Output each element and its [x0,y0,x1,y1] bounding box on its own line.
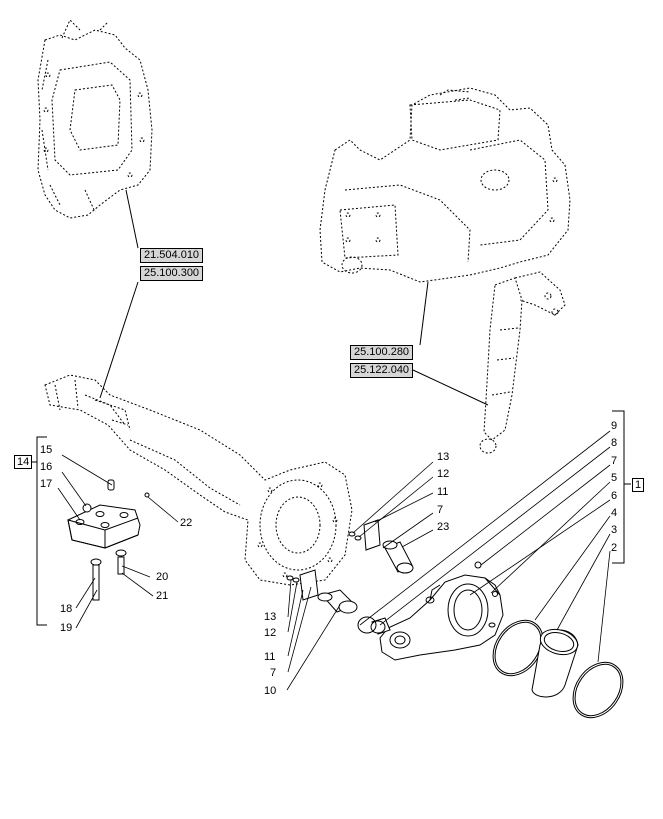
callout-15: 15 [40,444,53,456]
callout-19: 19 [60,622,73,634]
callout-4: 4 [611,507,618,519]
callout-5: 5 [611,472,618,484]
steering-cylinder [479,271,566,454]
front-support-frame [319,87,571,283]
callout-7-right: 7 [611,455,618,467]
bracket-assembly [67,479,150,601]
callout-6: 6 [611,490,618,502]
group-label-1: 1 [632,478,645,492]
callout-11-upper: 11 [437,486,449,498]
callout-11-lower: 11 [264,651,276,663]
callout-18: 18 [60,603,73,615]
callout-23: 23 [437,521,450,533]
callout-22: 22 [180,517,193,529]
group-1-bracket [612,410,631,564]
callout-16: 16 [40,461,53,473]
callout-7-upper: 7 [437,504,444,516]
callout-10: 10 [264,685,277,697]
callout-17: 17 [40,478,53,490]
ref-box-21-504-010[interactable]: 21.504.010 [140,248,204,263]
callout-8: 8 [611,437,618,449]
front-axle-housing [44,374,353,586]
callout-13-lower: 13 [264,611,277,623]
callout-2: 2 [611,542,618,554]
ref-box-25-122-040[interactable]: 25.122.040 [350,363,414,378]
lower-pin-assembly [286,569,358,614]
ref-box-25-100-280[interactable]: 25.100.280 [350,345,414,360]
group-label-14: 14 [14,455,33,469]
callout-7-lower: 7 [270,667,277,679]
upper-pin-assembly [348,519,414,574]
callout-9: 9 [611,420,618,432]
callout-21: 21 [156,590,169,602]
transmission-housing [37,19,153,219]
seal-rings-and-bushing [492,619,624,719]
callout-20: 20 [156,571,169,583]
callout-12-upper: 12 [437,468,450,480]
ref-box-25-100-300[interactable]: 25.100.300 [140,266,204,281]
callout-13-upper: 13 [437,451,450,463]
callout-12-lower: 12 [264,627,277,639]
pivot-bearing-housing [357,561,504,661]
callout-leaders [57,430,611,691]
callout-3: 3 [611,524,618,536]
reference-leaders [99,189,489,406]
